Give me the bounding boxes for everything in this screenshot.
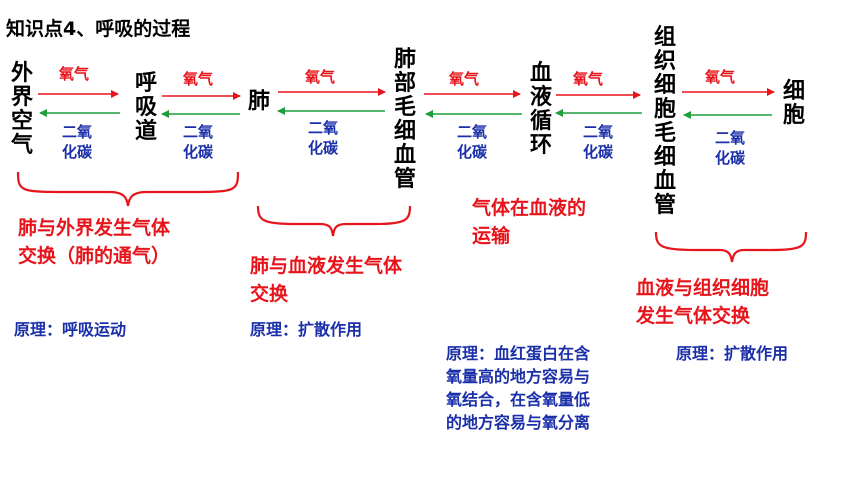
co2-label-4: 二氧化碳 bbox=[456, 123, 487, 161]
oxygen-label-1: 氧气 bbox=[59, 65, 90, 83]
node-airway: 呼吸道 bbox=[134, 71, 157, 144]
node-outside-air: 外界空气 bbox=[10, 61, 33, 158]
node-lung: 肺 bbox=[248, 89, 271, 114]
node-tissue-capillary: 组织细胞毛细血管 bbox=[653, 25, 676, 218]
co2-label-5: 二氧化碳 bbox=[582, 123, 613, 161]
principle-ventilation: 原理：呼吸运动 bbox=[14, 320, 127, 339]
brace-ventilation bbox=[16, 171, 240, 207]
stage-lung-exchange: 肺与血液发生气体交换 bbox=[250, 255, 403, 305]
co2-label-3: 二氧化碳 bbox=[307, 119, 338, 157]
principle-lung-exchange: 原理：扩散作用 bbox=[250, 320, 363, 339]
stage-ventilation: 肺与外界发生气体交换（肺的通气） bbox=[18, 217, 171, 267]
principle-tissue-exchange: 原理：扩散作用 bbox=[676, 344, 789, 363]
node-blood-circulation: 血液循环 bbox=[529, 61, 552, 158]
oxygen-label-5: 氧气 bbox=[573, 70, 604, 88]
oxygen-label-4: 氧气 bbox=[449, 70, 480, 88]
page-title: 知识点4、呼吸的过程 bbox=[6, 18, 191, 40]
node-lung-capillary: 肺部毛细血管 bbox=[393, 47, 416, 192]
node-cell: 细胞 bbox=[782, 79, 805, 128]
oxygen-label-2: 氧气 bbox=[183, 70, 214, 88]
brace-tissue-exchange bbox=[654, 231, 808, 263]
principle-transport: 原理：血红蛋白在含氧量高的地方容易与氧结合，在含氧量低的地方容易与氧分离 bbox=[446, 344, 591, 432]
brace-lung-exchange bbox=[256, 205, 412, 237]
co2-label-2: 二氧化碳 bbox=[182, 123, 213, 161]
co2-label-6: 二氧化碳 bbox=[714, 129, 745, 167]
oxygen-label-6: 氧气 bbox=[705, 68, 736, 86]
stage-transport: 气体在血液的运输 bbox=[472, 197, 587, 247]
oxygen-label-3: 氧气 bbox=[305, 68, 336, 86]
stage-tissue-exchange: 血液与组织细胞发生气体交换 bbox=[636, 277, 770, 327]
co2-label-1: 二氧化碳 bbox=[61, 123, 92, 161]
